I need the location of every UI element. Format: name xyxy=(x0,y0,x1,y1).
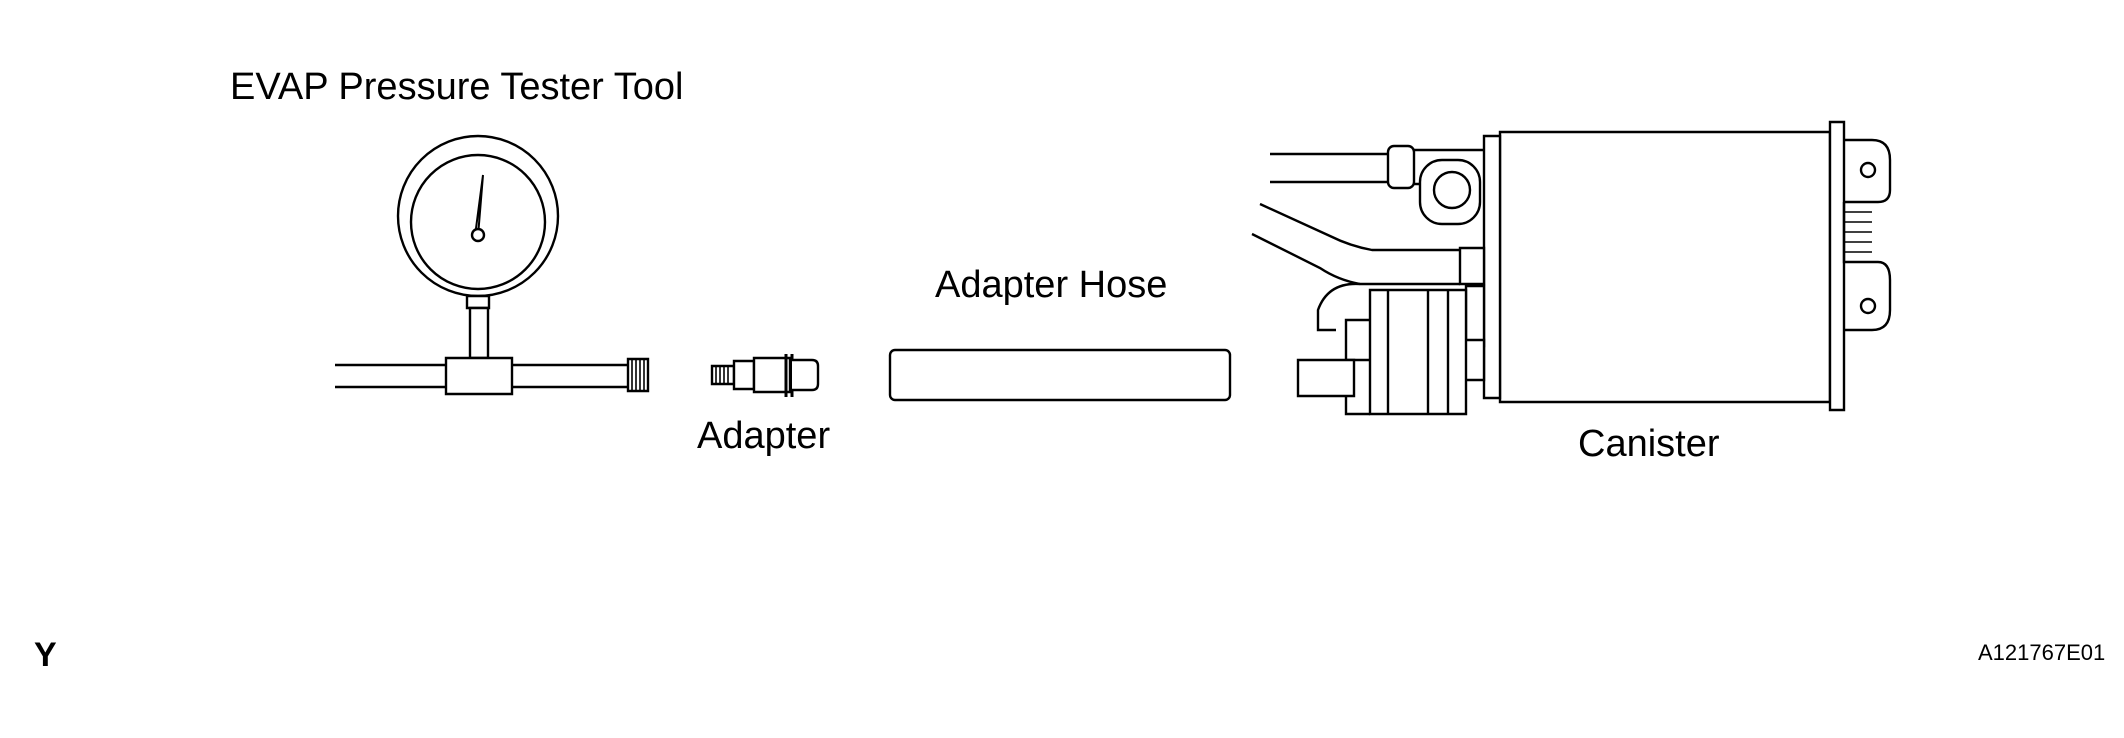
figure-code: A121767E01 xyxy=(1978,640,2106,665)
pressure-gauge-icon xyxy=(335,136,648,394)
adapter-hose-label: Adapter Hose xyxy=(935,264,1168,306)
tool-label: EVAP Pressure Tester Tool xyxy=(230,66,684,108)
adapter-label: Adapter xyxy=(697,415,831,457)
hose-icon xyxy=(890,350,1230,400)
adapter-fitting-icon xyxy=(712,354,818,397)
canister-icon xyxy=(1252,122,1890,414)
canister-label: Canister xyxy=(1578,423,1720,465)
corner-mark: Y xyxy=(34,636,57,674)
